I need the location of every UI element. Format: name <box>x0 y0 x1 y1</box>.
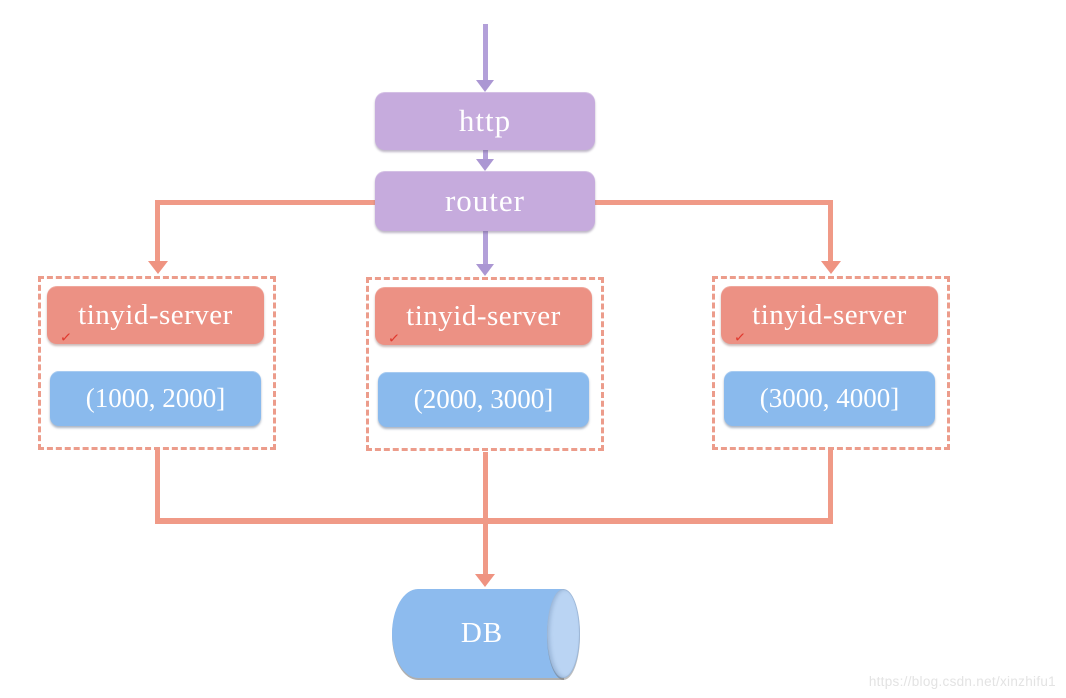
node-tinyid-server-1-label: tinyid-server <box>78 298 233 331</box>
node-tinyid-server-2: tinyid-server ✓ <box>375 287 592 348</box>
node-range-3-label: (3000, 4000] <box>759 383 900 413</box>
node-db-cylinder <box>392 589 564 678</box>
node-db-label: DB <box>460 617 504 649</box>
arrowhead-into-http-icon <box>476 80 494 92</box>
node-tinyid-server-3: tinyid-server ✓ <box>721 286 938 347</box>
node-range-1: (1000, 2000] <box>50 371 261 426</box>
node-http-label: http <box>458 103 512 138</box>
edge-merge-horizontal <box>155 518 833 524</box>
node-range-2-label: (2000, 3000] <box>413 384 554 414</box>
arrowhead-into-server2-icon <box>476 264 494 276</box>
server-group-1: tinyid-server ✓ (1000, 2000] <box>38 276 276 450</box>
edge-client-http-shaft <box>483 24 488 80</box>
node-router: router <box>375 171 595 231</box>
edge-router-server1-shaft <box>155 200 160 261</box>
spellcheck-check-icon: ✓ <box>387 330 402 348</box>
spellcheck-check-icon: ✓ <box>59 329 74 347</box>
arrowhead-into-db-icon <box>475 574 495 587</box>
arrowhead-into-server1-icon <box>148 261 168 274</box>
node-db-label-wrap: DB <box>392 589 572 678</box>
node-range-1-label: (1000, 2000] <box>85 383 226 413</box>
arrowhead-into-router-icon <box>476 159 494 171</box>
node-http: http <box>375 92 595 150</box>
edge-router-server2-shaft <box>483 231 488 264</box>
arrowhead-into-server3-icon <box>821 261 841 274</box>
server-group-2: tinyid-server ✓ (2000, 3000] <box>366 277 604 451</box>
node-range-3: (3000, 4000] <box>724 371 935 426</box>
edge-server2-db-shaft <box>483 452 488 574</box>
spellcheck-check-icon: ✓ <box>733 329 748 347</box>
edge-server3-down-shaft <box>828 450 833 524</box>
node-tinyid-server-3-label: tinyid-server <box>752 298 907 331</box>
node-tinyid-server-2-label: tinyid-server <box>406 299 561 332</box>
edge-router-server3-shaft <box>828 200 833 261</box>
watermark-url: https://blog.csdn.net/xinzhifu1 <box>868 674 1056 689</box>
server-group-3: tinyid-server ✓ (3000, 4000] <box>712 276 950 450</box>
node-router-label: router <box>444 183 526 218</box>
edge-server1-down-shaft <box>155 450 160 524</box>
node-range-2: (2000, 3000] <box>378 372 589 427</box>
edge-http-router-shaft <box>483 150 488 160</box>
node-tinyid-server-1: tinyid-server ✓ <box>47 286 264 347</box>
node-db-cylinder-cap <box>547 589 580 678</box>
